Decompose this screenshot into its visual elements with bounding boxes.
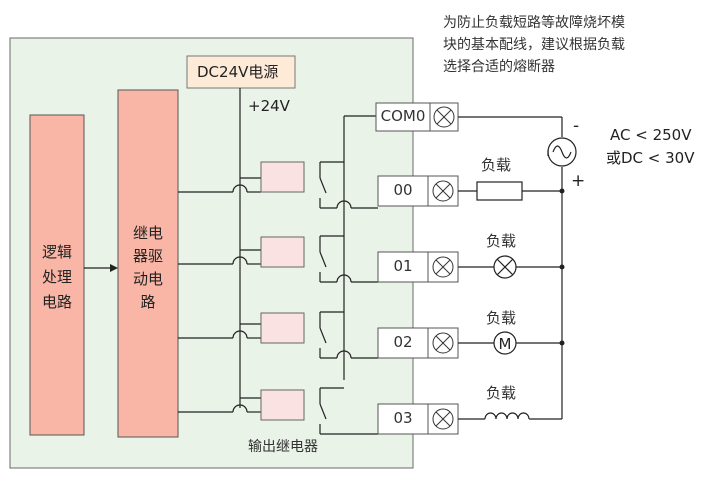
relay-coil <box>260 236 305 268</box>
svg-text:M: M <box>499 335 512 353</box>
source-minus-label: - <box>573 116 580 136</box>
terminal-label-01: 01 <box>393 257 413 275</box>
driver-block-label: 继电 器驱 动电 路 <box>132 224 163 311</box>
screw-terminal-icon <box>427 251 459 283</box>
ac-spec-label: AC < 250V <box>610 126 692 144</box>
load-label: 负载 <box>486 232 517 250</box>
relay-contacts <box>319 115 378 435</box>
load-label: 负载 <box>481 156 512 174</box>
terminal-label-03: 03 <box>393 409 413 427</box>
dc24v-power-box <box>186 55 296 89</box>
logic-block-label: 逻辑 处理 电路 <box>41 243 72 311</box>
relay-coil <box>260 312 305 344</box>
screw-terminals <box>427 102 459 435</box>
lamp-icon <box>493 255 517 279</box>
arrow-icon <box>110 264 118 272</box>
relay-coil <box>260 389 305 421</box>
plus24v-label: +24V <box>248 97 290 115</box>
logic-block <box>29 114 85 436</box>
terminal-label-00: 00 <box>393 181 413 199</box>
terminal-label-boxes <box>375 102 431 435</box>
dc-spec-label: 或DC < 30V <box>606 149 695 167</box>
relay-coil <box>260 161 305 193</box>
load-label: 负载 <box>486 309 517 327</box>
inductor-icon <box>484 412 530 420</box>
screw-terminal-icon <box>427 327 459 359</box>
output-relay-label: 输出继电器 <box>248 439 318 455</box>
external-wiring <box>458 116 563 420</box>
fuse-note: 为防止负载短路等故障烧坏模 块的基本配线，建议根据负载 选择合适的熔断器 <box>443 15 625 75</box>
motor-icon: M <box>493 331 517 355</box>
screw-terminal-icon <box>427 403 459 435</box>
source-plus-label: + <box>571 171 586 191</box>
screw-terminal-icon <box>427 175 459 207</box>
power-label: DC24V电源 <box>197 63 279 81</box>
driver-block <box>117 89 179 438</box>
load-label: 负载 <box>486 384 517 402</box>
junction-dots <box>559 188 565 346</box>
relay-coils <box>260 161 305 421</box>
driver-lines <box>178 177 261 413</box>
screw-terminal-icon <box>429 102 459 132</box>
terminal-label-02: 02 <box>393 333 413 351</box>
terminal-label-com0: COM0 <box>380 107 426 125</box>
ac-source-icon <box>547 137 577 167</box>
resistor-icon <box>476 181 523 201</box>
